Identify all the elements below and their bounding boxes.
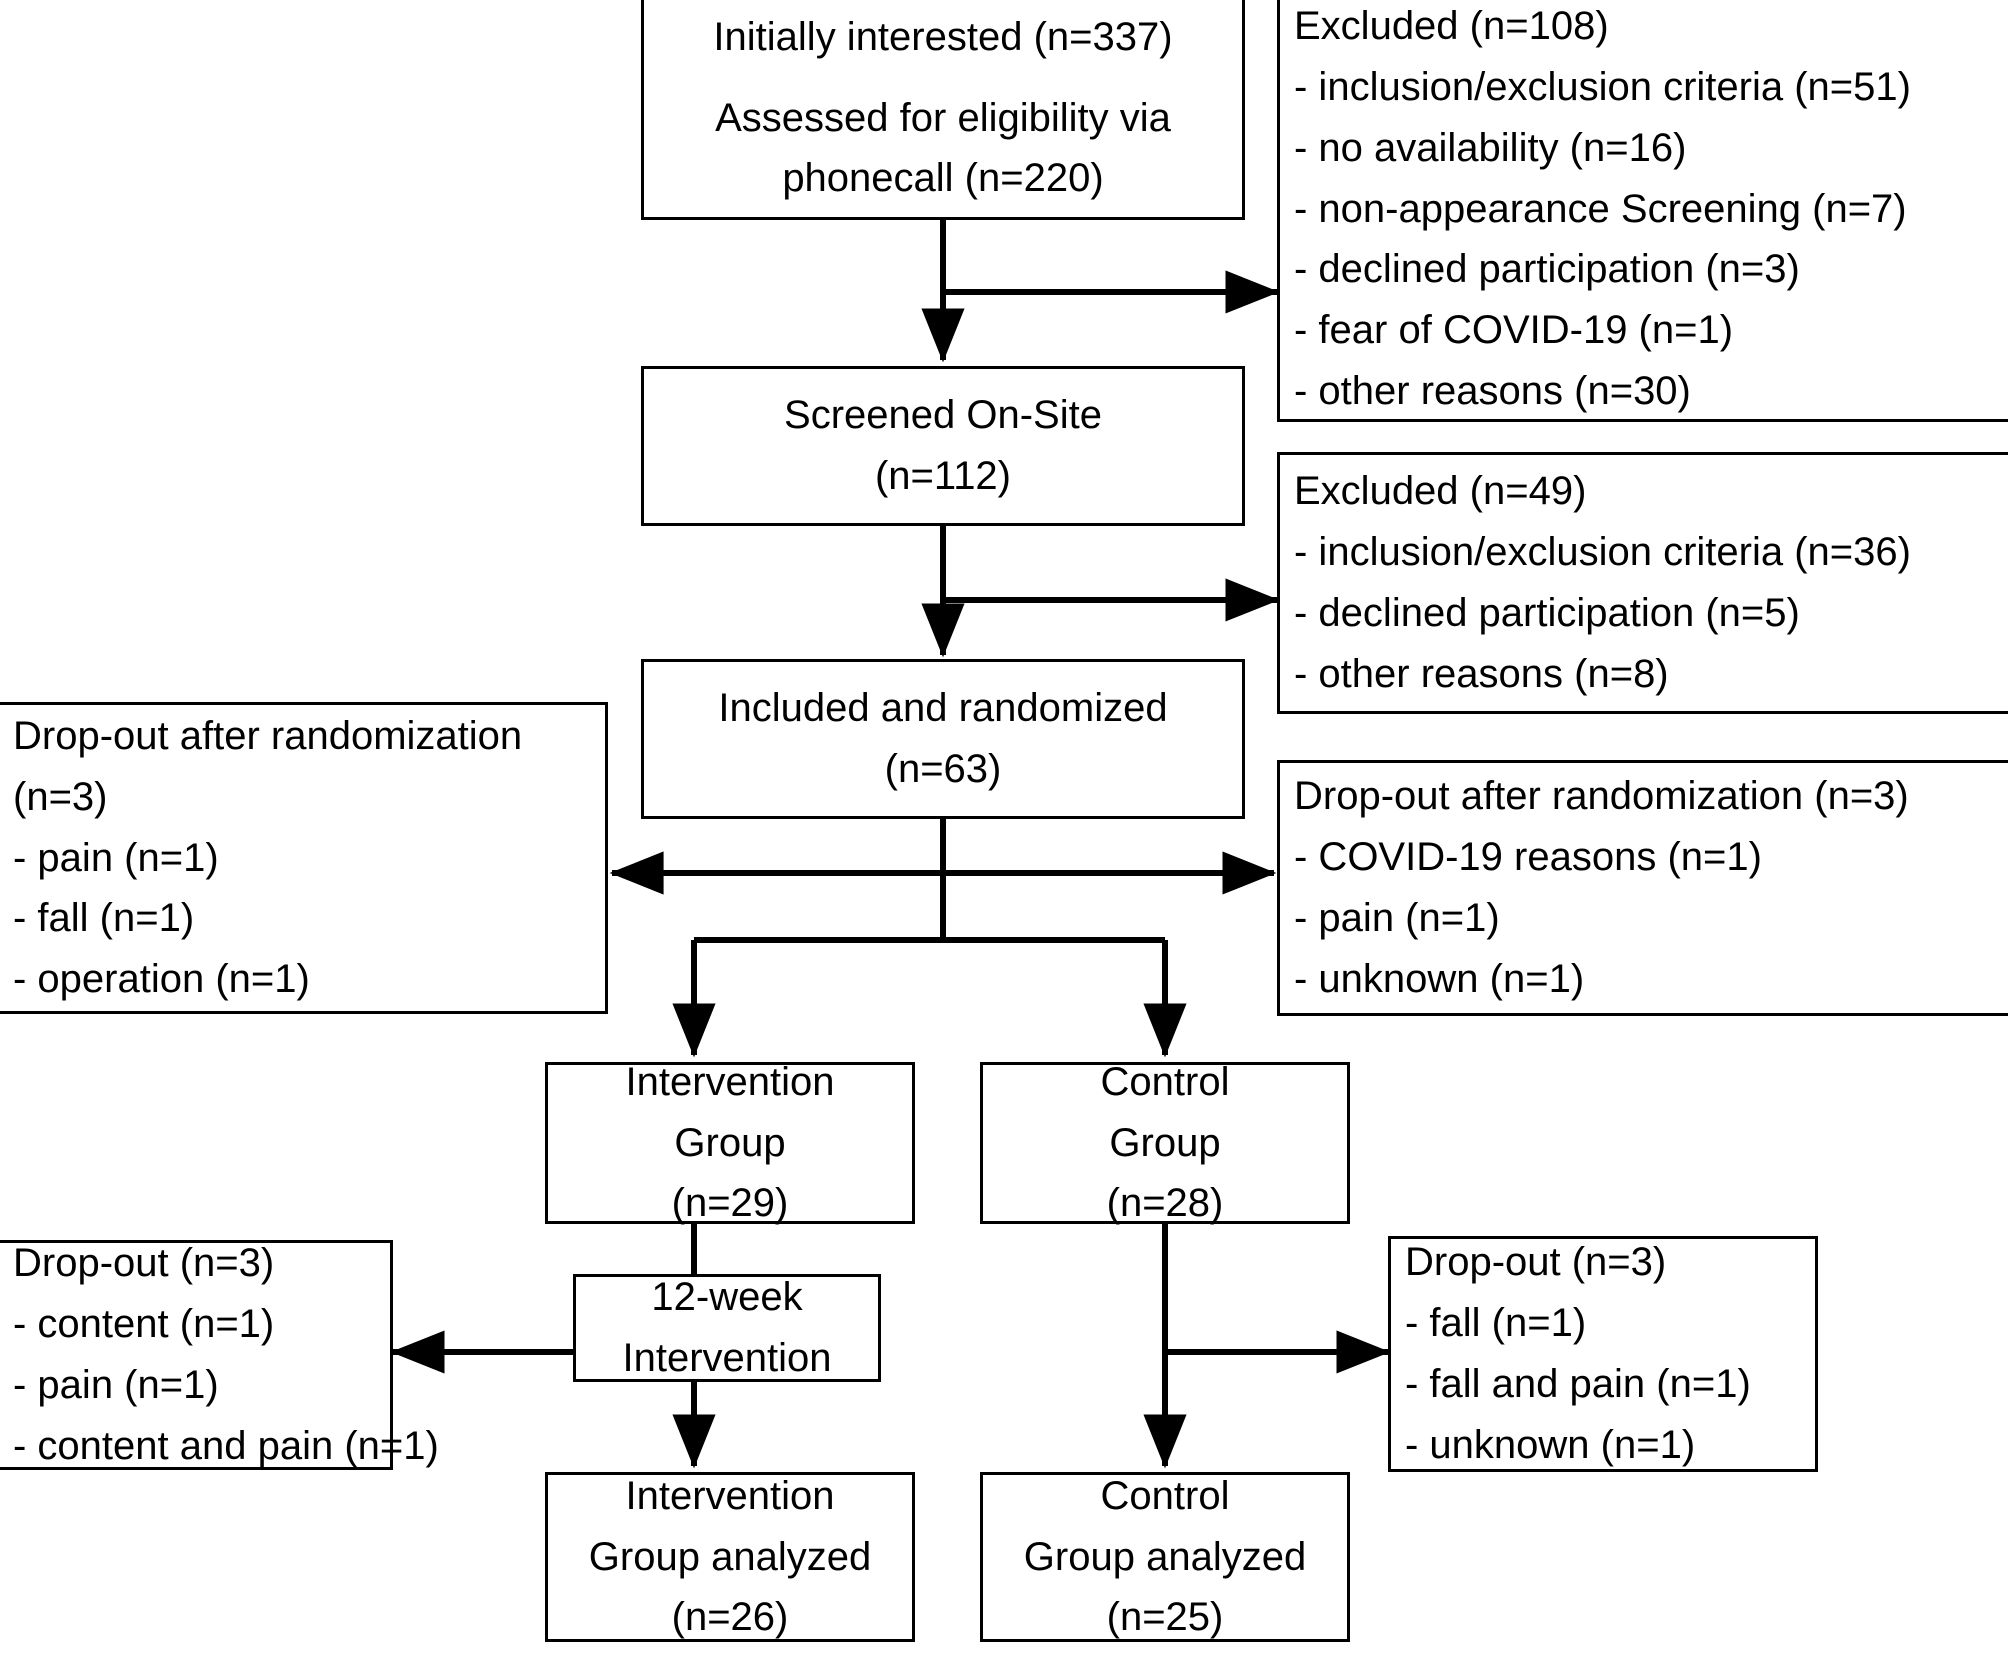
node-control-group-line-0: Control [1100,1059,1230,1104]
node-control-group-line-1: Group [1109,1120,1221,1165]
node-excluded-phonecall-line-0: Excluded (n=108) [1294,4,1609,49]
node-dropout-rand-right-line-1: - COVID-19 reasons (n=1) [1294,835,1762,880]
node-dropout-intervention-line-1: - content (n=1) [13,1302,275,1347]
node-excluded-onsite: Excluded (n=49) - inclusion/exclusion cr… [1277,452,2008,714]
node-control-analyzed-line-0: Control [1100,1473,1230,1518]
node-excluded-phonecall-line-4: - declined participation (n=3) [1294,247,1800,292]
node-intervention-group-line-0: Intervention [625,1059,835,1104]
node-excluded-onsite-line-0: Excluded (n=49) [1294,469,1587,514]
node-dropout-after-randomization-left: Drop-out after randomization (n=3) - pai… [0,702,608,1014]
node-enrollment-line-2: Assessed for eligibility via [715,95,1171,140]
node-control-analyzed-line-2: (n=25) [1106,1595,1224,1640]
node-dropout-after-randomization-right: Drop-out after randomization (n=3) - COV… [1277,760,2008,1016]
node-intervention-analyzed-line-2: (n=26) [671,1595,789,1640]
node-excluded-phonecall: Excluded (n=108) - inclusion/exclusion c… [1277,0,2008,422]
node-excluded-phonecall-line-2: - no availability (n=16) [1294,125,1687,170]
node-intervention-group: Intervention Group (n=29) [545,1060,915,1225]
node-dropout-rand-right-line-3: - unknown (n=1) [1294,956,1585,1001]
node-excluded-phonecall-line-3: - non-appearance Screening (n=7) [1294,186,1907,231]
node-twelve-week-intervention: 12-week Intervention [573,1274,881,1382]
node-randomized-line-0: Included and randomized [718,686,1168,731]
node-dropout-control-line-0: Drop-out (n=3) [1405,1240,1667,1285]
node-twelve-week-line-0: 12-week [651,1275,803,1320]
node-dropout-rand-left-line-1: (n=3) [13,774,108,819]
node-excluded-onsite-line-3: - other reasons (n=8) [1294,651,1669,696]
node-screened-line-0: Screened On-Site [784,393,1102,438]
node-dropout-rand-left-line-0: Drop-out after randomization [13,714,523,758]
node-excluded-phonecall-line-5: - fear of COVID-19 (n=1) [1294,308,1734,353]
node-control-analyzed-line-1: Group analyzed [1023,1534,1307,1579]
node-intervention-group-line-1: Group [674,1120,786,1165]
node-dropout-control-line-3: - unknown (n=1) [1405,1422,1696,1467]
node-included-randomized: Included and randomized (n=63) [641,659,1245,819]
node-twelve-week-line-1: Intervention [622,1336,832,1380]
node-randomized-line-1: (n=63) [884,747,1002,791]
node-dropout-intervention: Drop-out (n=3) - content (n=1) - pain (n… [0,1240,439,1470]
node-enrollment-line-0: Initially interested (n=337) [713,14,1173,59]
node-control-group-analyzed: Control Group analyzed (n=25) [980,1472,1350,1642]
node-dropout-intervention-line-3: - content and pain (n=1) [13,1423,439,1468]
node-intervention-analyzed-line-0: Intervention [625,1473,835,1518]
node-excluded-phonecall-line-1: - inclusion/exclusion criteria (n=51) [1294,65,1911,110]
node-excluded-phonecall-line-6: - other reasons (n=30) [1294,369,1691,413]
node-dropout-intervention-line-2: - pain (n=1) [13,1363,219,1407]
node-excluded-onsite-line-2: - declined participation (n=5) [1294,591,1800,635]
node-control-group: Control Group (n=28) [980,1060,1350,1225]
node-intervention-group-analyzed: Intervention Group analyzed (n=26) [545,1472,915,1642]
node-screened-on-site: Screened On-Site (n=112) [641,366,1245,526]
node-dropout-control-line-1: - fall (n=1) [1405,1301,1587,1346]
node-dropout-rand-left-line-2: - pain (n=1) [13,835,219,880]
node-enrollment: Initially interested (n=337) Assessed fo… [641,0,1245,220]
node-dropout-intervention-line-0: Drop-out (n=3) [13,1241,275,1286]
node-screened-line-1: (n=112) [874,454,1011,498]
node-dropout-control-line-2: - fall and pain (n=1) [1405,1362,1751,1406]
node-dropout-rand-left-line-3: - fall (n=1) [13,896,195,941]
node-dropout-rand-left-line-4: - operation (n=1) [13,957,310,1002]
node-dropout-control: Drop-out (n=3) - fall (n=1) - fall and p… [1388,1236,1818,1472]
node-intervention-analyzed-line-1: Group analyzed [588,1534,872,1579]
node-enrollment-line-3: phonecall (n=220) [782,156,1104,201]
node-excluded-onsite-line-1: - inclusion/exclusion criteria (n=36) [1294,530,1911,575]
node-dropout-rand-right-line-2: - pain (n=1) [1294,896,1500,940]
node-dropout-rand-right-line-0: Drop-out after randomization (n=3) [1294,774,1909,819]
node-control-group-line-2: (n=28) [1106,1181,1224,1226]
node-intervention-group-line-2: (n=29) [671,1181,789,1226]
